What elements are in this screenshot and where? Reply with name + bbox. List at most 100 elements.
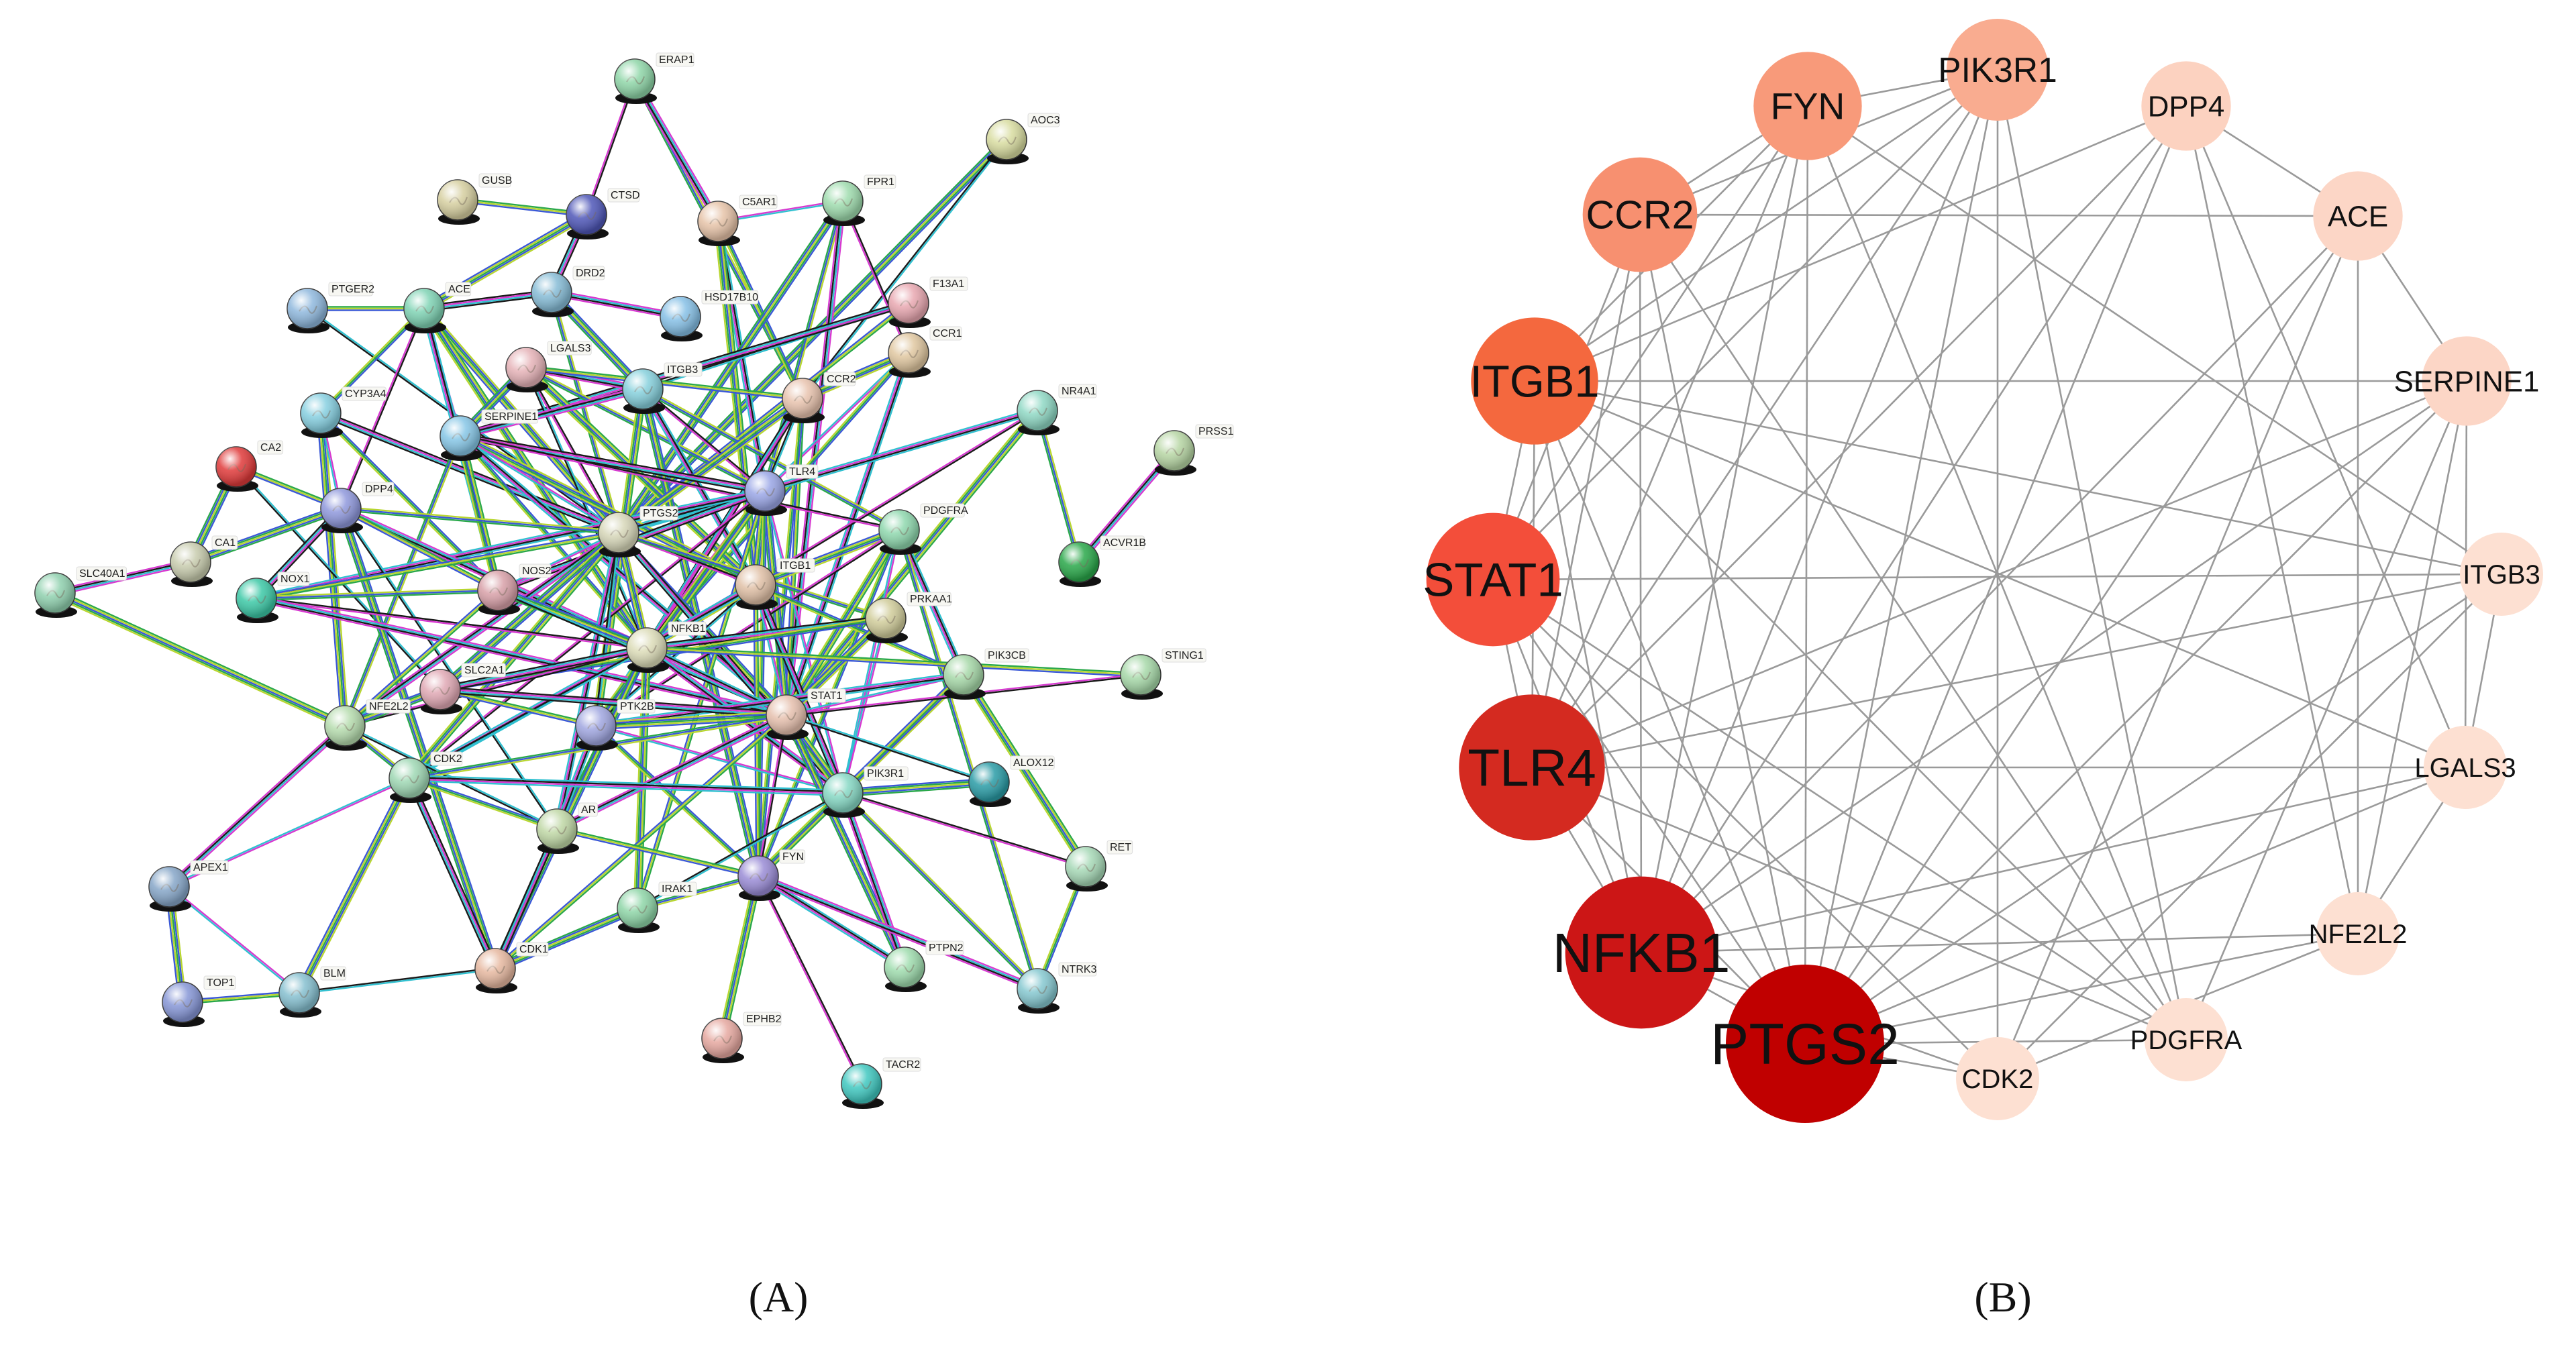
node-irak1[interactable]: IRAK1	[617, 881, 697, 933]
hub-node-serpine1[interactable]: SERPINE1	[2394, 336, 2540, 426]
node-pik3cb[interactable]: PIK3CB	[943, 648, 1029, 700]
node-fpr1[interactable]: FPR1	[822, 174, 896, 226]
edge-tlr4-pik3r1	[1531, 69, 1999, 768]
edge-nr4a1-acvr1b	[1035, 409, 1082, 563]
node-nfkb1[interactable]: NFKB1	[626, 621, 707, 673]
hub-node-cdk2[interactable]: CDK2	[1956, 1037, 2039, 1120]
node-top1[interactable]: TOP1	[162, 975, 236, 1027]
node-ptger2[interactable]: PTGER2	[287, 282, 374, 333]
edge-nfkb1-dpp4	[1640, 105, 2187, 953]
node-ar[interactable]: AR	[536, 802, 598, 854]
node-blm[interactable]: BLM	[278, 966, 347, 1018]
node-aoc3[interactable]: AOC3	[986, 113, 1060, 164]
hub-node-label-fyn: FYN	[1771, 85, 1845, 127]
hub-node-pdgfra[interactable]: PDGFRA	[2130, 998, 2243, 1081]
node-cdk1[interactable]: CDK1	[474, 942, 549, 993]
node-dpp4[interactable]: DPP4	[320, 482, 395, 533]
node-ca2[interactable]: CA2	[215, 440, 284, 492]
node-prss1[interactable]: PRSS1	[1153, 424, 1234, 476]
node-alox12[interactable]: ALOX12	[968, 755, 1055, 807]
node-cdk2[interactable]: CDK2	[389, 751, 463, 803]
node-ptk2b[interactable]: PTK2B	[575, 699, 656, 751]
node-ccr1[interactable]: CCR1	[888, 326, 962, 378]
hub-node-itgb3[interactable]: ITGB3	[2460, 533, 2543, 616]
edge-c5ar1-ccr2	[715, 220, 805, 400]
node-pdgfra[interactable]: PDGFRA	[878, 503, 968, 555]
node-slc2a1[interactable]: SLC2A1	[419, 663, 506, 714]
node-label-ptger2: PTGER2	[331, 284, 374, 295]
node-stat1[interactable]: STAT1	[766, 688, 846, 740]
hub-node-label-lgals3: LGALS3	[2414, 753, 2516, 783]
node-ccr2[interactable]: CCR2	[782, 372, 856, 423]
node-label-cdk1: CDK1	[519, 944, 548, 955]
node-ntrk3[interactable]: NTRK3	[1017, 962, 1097, 1014]
hub-node-label-pdgfra: PDGFRA	[2130, 1026, 2243, 1055]
edge-pik3cb-stat1	[786, 673, 964, 717]
hub-node-itgb1[interactable]: ITGB1	[1470, 317, 1600, 445]
edge-fpr1-ccr1	[841, 201, 911, 354]
hub-node-nfkb1[interactable]: NFKB1	[1553, 876, 1731, 1029]
node-label-erap1: ERAP1	[659, 54, 694, 66]
edge-slc40a1-nfe2l2	[53, 589, 347, 730]
node-f13a1[interactable]: F13A1	[888, 276, 968, 328]
node-cyp3a4[interactable]: CYP3A4	[300, 386, 387, 438]
hub-node-pik3r1[interactable]: PIK3R1	[1938, 19, 2057, 121]
node-ace[interactable]: ACE	[403, 282, 472, 333]
edge-ccr2-pdgfra	[1639, 214, 2187, 1040]
node-acvr1b[interactable]: ACVR1B	[1058, 535, 1146, 587]
hub-node-ace[interactable]: ACE	[2313, 171, 2403, 261]
node-nr4a1[interactable]: NR4A1	[1017, 384, 1097, 435]
hub-node-fyn[interactable]: FYN	[1753, 52, 1862, 160]
node-label-gusb: GUSB	[482, 175, 512, 186]
node-itgb1[interactable]: ITGB1	[735, 558, 815, 610]
node-c5ar1[interactable]: C5AR1	[697, 195, 778, 246]
edge-dpp4-ptgs2	[340, 506, 619, 535]
node-ret[interactable]: RET	[1065, 840, 1133, 891]
node-nos2[interactable]: NOS2	[477, 563, 552, 615]
node-nfe2l2[interactable]: NFE2L2	[324, 699, 411, 751]
node-label-nos2: NOS2	[522, 565, 552, 577]
node-itgb3[interactable]: ITGB3	[622, 362, 703, 414]
node-ephb2[interactable]: EPHB2	[701, 1012, 782, 1063]
hub-node-tlr4[interactable]: TLR4	[1459, 694, 1605, 841]
edge-serpine1-ptgs2	[459, 434, 620, 535]
edge-stat1-alox12	[786, 713, 990, 784]
hub-node-nfe2l2[interactable]: NFE2L2	[2309, 892, 2408, 975]
node-tacr2[interactable]: TACR2	[841, 1057, 921, 1109]
node-drd2[interactable]: DRD2	[531, 266, 605, 317]
hub-node-ptgs2[interactable]: PTGS2	[1710, 965, 1900, 1123]
node-label-pik3cb: PIK3CB	[988, 650, 1026, 661]
node-ctsd[interactable]: CTSD	[566, 188, 640, 239]
hub-node-dpp4[interactable]: DPP4	[2141, 61, 2231, 151]
node-serpine1[interactable]: SERPINE1	[440, 409, 539, 461]
node-nox1[interactable]: NOX1	[236, 572, 310, 623]
edge-itgb1-pik3r1	[752, 584, 846, 794]
node-slc40a1[interactable]: SLC40A1	[34, 566, 127, 618]
panel-a-caption: (A)	[749, 1273, 809, 1321]
node-ca1[interactable]: CA1	[170, 535, 238, 587]
node-hsd17b10[interactable]: HSD17B10	[660, 290, 758, 341]
node-ptpn2[interactable]: PTPN2	[884, 940, 964, 992]
node-prkaa1[interactable]: PRKAA1	[865, 592, 952, 643]
node-lgals3[interactable]: LGALS3	[505, 341, 592, 392]
node-apex1[interactable]: APEX1	[148, 860, 229, 912]
node-label-ptgs2: PTGS2	[643, 508, 678, 519]
node-label-slc40a1: SLC40A1	[79, 568, 125, 580]
node-ptgs2[interactable]: PTGS2	[598, 506, 678, 557]
node-label-fpr1: FPR1	[867, 176, 894, 188]
node-label-nox1: NOX1	[280, 574, 310, 585]
node-erap1[interactable]: ERAP1	[614, 52, 694, 104]
node-gusb[interactable]: GUSB	[437, 173, 512, 225]
hub-node-lgals3[interactable]: LGALS3	[2414, 726, 2516, 809]
node-tlr4[interactable]: TLR4	[744, 464, 819, 516]
node-fyn[interactable]: FYN	[737, 849, 806, 901]
edge-pik3r1-pdgfra	[1996, 69, 2187, 1040]
edge-gusb-ctsd	[457, 197, 587, 217]
node-sting1[interactable]: STING1	[1120, 648, 1206, 700]
hub-node-stat1[interactable]: STAT1	[1423, 512, 1563, 647]
edge-ptk2b-fyn	[594, 724, 760, 878]
hub-node-ccr2[interactable]: CCR2	[1582, 157, 1698, 272]
node-pik3r1[interactable]: PIK3R1	[822, 766, 909, 818]
